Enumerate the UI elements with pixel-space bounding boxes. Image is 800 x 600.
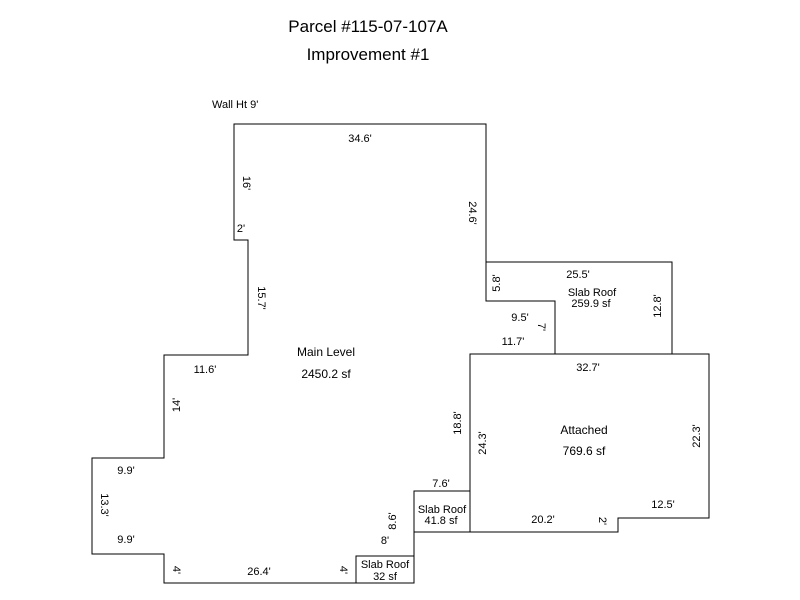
- middle-slab-roof-outline: [413, 490, 471, 533]
- dim-main-step: 11.6': [194, 364, 217, 376]
- dim-wing-top: 9.9': [117, 465, 134, 477]
- upper-slab-roof-name: Slab Roof: [568, 287, 617, 299]
- dim-main-inner-8: 8': [381, 535, 389, 547]
- lower-slab-roof-size: 32 sf: [373, 571, 398, 583]
- dim-slab-mid-top: 7.6': [432, 478, 449, 490]
- dim-main-right-upper: 24.6': [466, 201, 478, 225]
- dim-main-left-lower: 14': [171, 398, 183, 412]
- dim-upper-inner-95: 9.5': [511, 312, 528, 324]
- dim-attached-top: 32.7': [576, 362, 600, 374]
- dim-upper-inner-7: 7': [535, 323, 547, 331]
- dim-main-left-middle: 15.7': [255, 286, 267, 310]
- improvement-title: Improvement #1: [307, 45, 430, 64]
- dim-wing-bottom: 9.9': [117, 534, 134, 546]
- dim-attached-step: 12.5': [651, 499, 675, 511]
- dim-main-right-lower: 18.8': [452, 411, 464, 435]
- dim-bottom-left-drop: 4': [170, 566, 182, 574]
- middle-slab-roof-size: 41.8 sf: [424, 515, 458, 527]
- dim-main-top: 34.6': [348, 133, 372, 145]
- middle-slab-roof-name: Slab Roof: [418, 504, 467, 516]
- dim-bottom-right-drop: 4': [337, 566, 349, 574]
- parcel-title: Parcel #115-07-107A: [288, 17, 448, 36]
- dim-attached-right: 22.3': [691, 424, 703, 448]
- lower-slab-roof-name: Slab Roof: [361, 559, 410, 571]
- dim-slab-mid-side: 8.6': [387, 512, 399, 529]
- attached-name: Attached: [560, 423, 607, 437]
- dim-upper-inner-117: 11.7': [502, 336, 525, 348]
- dim-attached-left: 24.3': [477, 431, 489, 455]
- upper-slab-roof-size: 259.9 sf: [571, 298, 611, 310]
- dim-main-bottom: 26.4': [247, 566, 271, 578]
- dim-upper-slab-right: 12.8': [652, 294, 664, 318]
- dim-upper-slab-top: 25.5': [566, 269, 590, 281]
- main-level-name: Main Level: [297, 345, 355, 359]
- dim-main-notch: 2': [237, 223, 245, 235]
- dim-wing-side: 13.3': [98, 493, 110, 517]
- wall-height-label: Wall Ht 9': [212, 99, 258, 111]
- lower-slab-roof-outline: [355, 555, 415, 584]
- dim-main-left-upper: 16': [240, 176, 252, 190]
- dim-upper-drop: 5.8': [491, 274, 503, 291]
- main-level-size: 2450.2 sf: [301, 367, 351, 381]
- dim-attached-bottom: 20.2': [531, 514, 555, 526]
- dim-attached-notch: 2': [596, 517, 608, 525]
- attached-size: 769.6 sf: [563, 444, 606, 458]
